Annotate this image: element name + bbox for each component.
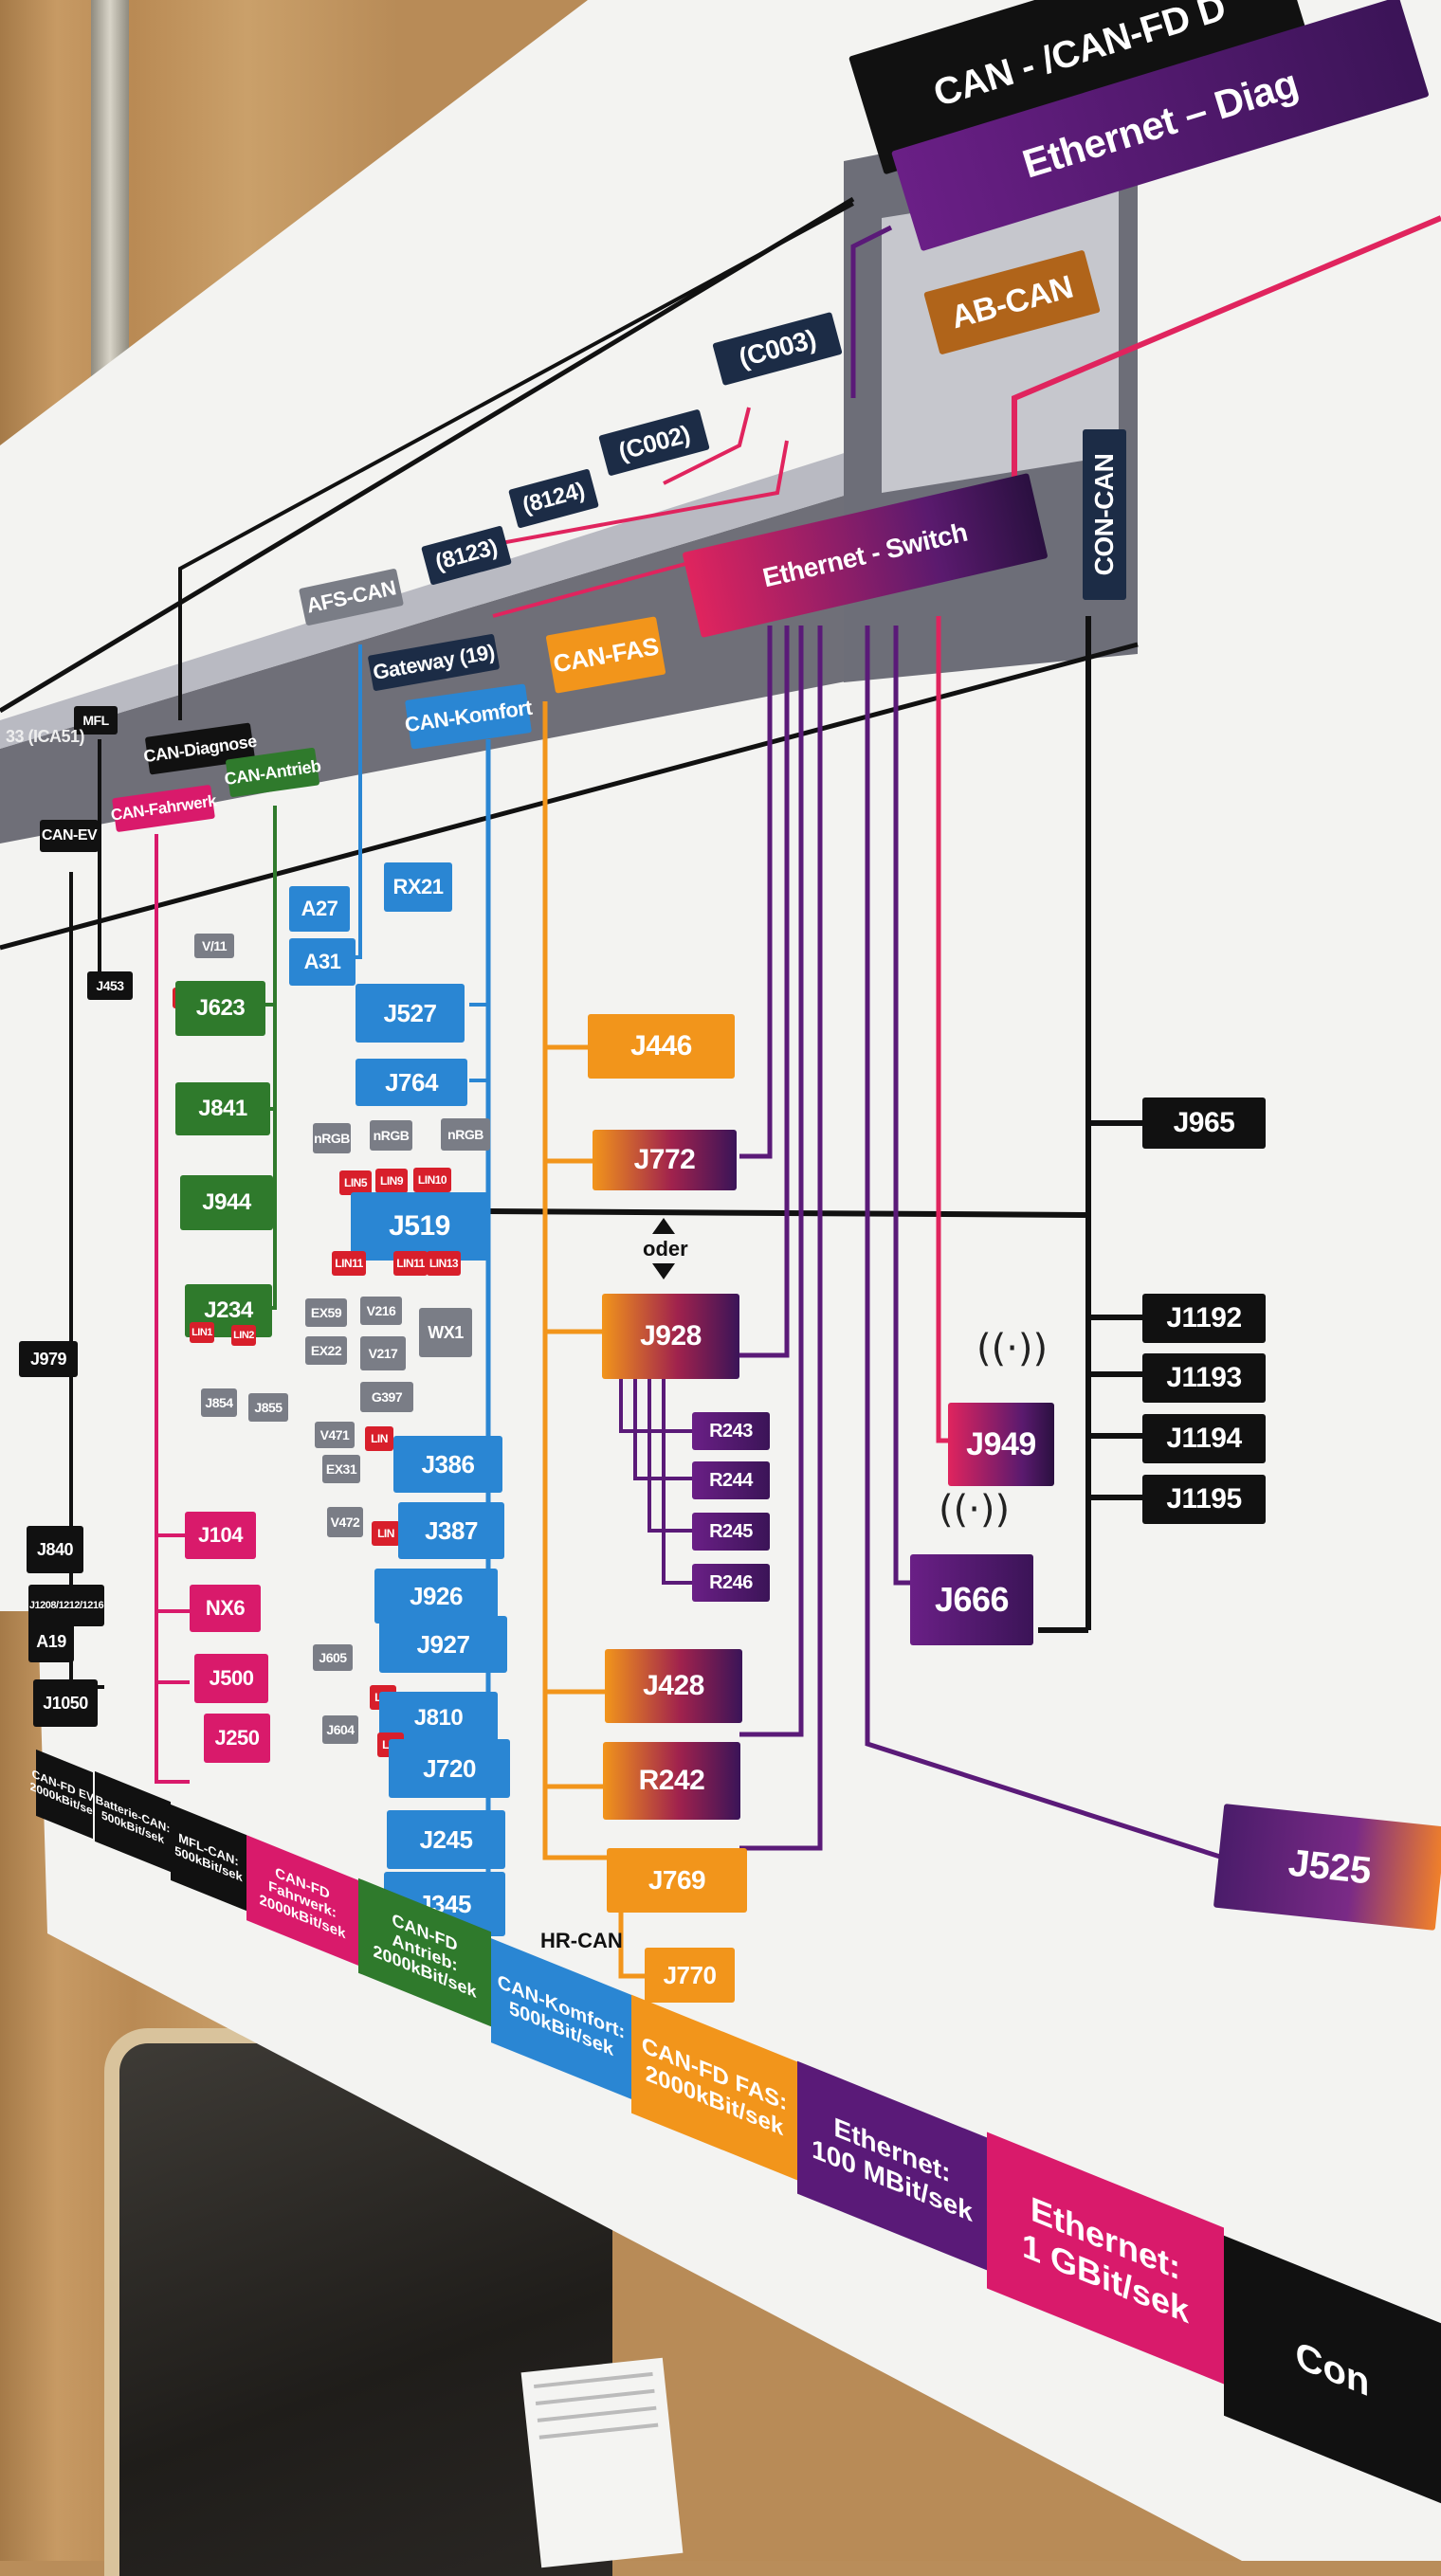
module-r243: R243 — [692, 1412, 770, 1450]
module-j944: J944 — [180, 1175, 273, 1230]
lin-badge: LIN11 — [393, 1251, 428, 1276]
module-a31: A31 — [289, 938, 356, 986]
module-j666: J666 — [910, 1554, 1033, 1645]
module-j720: J720 — [389, 1739, 510, 1798]
module-j604: J604 — [322, 1715, 358, 1744]
module-j855: J855 — [248, 1393, 288, 1422]
module-j1193: J1193 — [1142, 1353, 1266, 1403]
module-j104: J104 — [185, 1512, 256, 1559]
module-j854: J854 — [201, 1388, 237, 1417]
module-ex31: EX31 — [322, 1455, 360, 1483]
oder-label: oder — [643, 1237, 688, 1261]
module-a27: A27 — [289, 886, 350, 932]
mfl-label: MFL — [74, 706, 118, 735]
module-j527: J527 — [356, 984, 465, 1043]
module-ex22: EX22 — [305, 1336, 347, 1365]
module-nx6: NX6 — [190, 1585, 261, 1632]
module-v472: V472 — [327, 1507, 363, 1537]
module-v216: V216 — [360, 1297, 402, 1325]
module-ex59: EX59 — [305, 1298, 347, 1327]
module-r245: R245 — [692, 1513, 770, 1551]
module-j386: J386 — [393, 1436, 502, 1493]
module-j926: J926 — [374, 1569, 498, 1624]
module-r246: R246 — [692, 1564, 770, 1602]
module-j605: J605 — [313, 1644, 353, 1671]
module-j250: J250 — [204, 1714, 270, 1763]
module-j500: J500 — [194, 1654, 268, 1703]
module-j428: J428 — [605, 1649, 742, 1723]
module-j519: J519 — [351, 1192, 488, 1261]
module-j764: J764 — [356, 1059, 467, 1106]
module-j949: J949 — [948, 1403, 1054, 1486]
lin-badge: LIN5 — [339, 1170, 372, 1195]
module-wx1: WX1 — [419, 1308, 472, 1357]
lin-badge: LIN2 — [231, 1325, 256, 1346]
module-j841: J841 — [175, 1082, 270, 1135]
lin-badge: LIN — [372, 1521, 400, 1546]
module-j1194: J1194 — [1142, 1414, 1266, 1463]
module-j769: J769 — [607, 1848, 747, 1913]
module-nrgb: nRGB — [313, 1123, 351, 1153]
module-j979: J979 — [19, 1341, 78, 1377]
lin-badge: LIN1 — [190, 1322, 214, 1343]
module-j965: J965 — [1142, 1098, 1266, 1149]
module-r244: R244 — [692, 1461, 770, 1499]
module-j770: J770 — [645, 1948, 735, 2003]
con-can-label: CON-CAN — [1083, 429, 1126, 600]
module-j840: J840 — [27, 1526, 83, 1573]
lin-badge: LIN — [365, 1426, 393, 1451]
module-g397: G397 — [360, 1382, 413, 1412]
antenna-icon: ((·)) — [939, 1488, 1011, 1532]
antenna-icon: ((·)) — [976, 1327, 1049, 1370]
module-r242: R242 — [603, 1742, 740, 1820]
module-j446: J446 — [588, 1014, 735, 1079]
module-nrgb: nRGB — [441, 1118, 490, 1151]
module-j1192: J1192 — [1142, 1294, 1266, 1343]
module-j623: J623 — [175, 981, 265, 1036]
module-j927: J927 — [379, 1616, 507, 1673]
module-nrgb: nRGB — [370, 1120, 412, 1151]
lin-badge: LIN10 — [413, 1168, 451, 1192]
module-a19: A19 — [28, 1621, 74, 1662]
module-v471: V471 — [315, 1422, 355, 1448]
module-j928: J928 — [602, 1294, 739, 1379]
ica51-label: 33 (ICA51) — [5, 726, 85, 746]
module-j1050: J1050 — [33, 1679, 98, 1727]
module-j245: J245 — [387, 1810, 505, 1869]
module-j453: J453 — [87, 971, 133, 1000]
module-j772: J772 — [593, 1130, 737, 1190]
module-v217: V217 — [360, 1336, 406, 1370]
lin-badge: LIN13 — [427, 1251, 461, 1276]
module-j1208: J1208/1212/1216 — [28, 1585, 104, 1626]
hr-can-label: HR-CAN — [540, 1929, 623, 1952]
lin-badge: LIN11 — [332, 1251, 366, 1276]
module-j387: J387 — [398, 1502, 504, 1559]
module-v11: V/11 — [194, 934, 234, 958]
module-rx21: RX21 — [384, 862, 452, 912]
lin-badge: LIN9 — [375, 1169, 408, 1193]
can-ev-label: CAN-EV — [40, 820, 99, 852]
module-j1195: J1195 — [1142, 1475, 1266, 1524]
